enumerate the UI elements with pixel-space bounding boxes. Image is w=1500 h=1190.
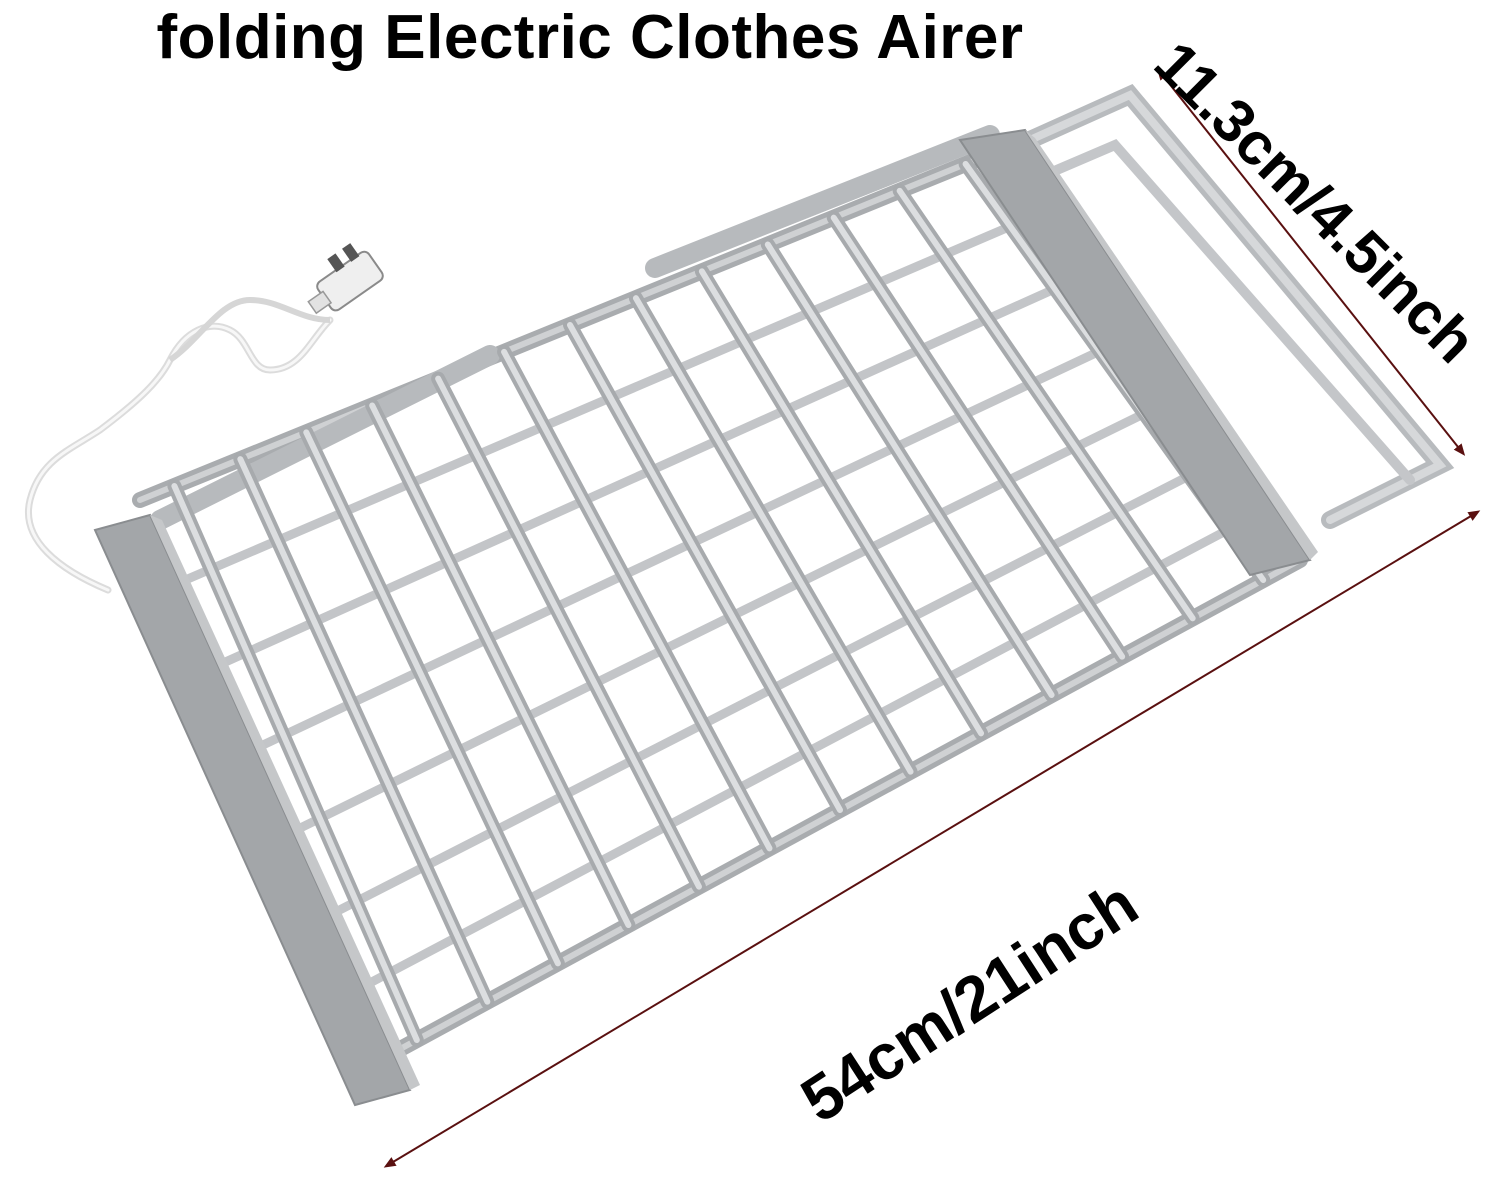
- left-end-cap: [93, 513, 420, 1107]
- length-arrow: [383, 510, 1481, 1168]
- power-cable: [25, 296, 334, 594]
- drying-bar-highlight: [171, 483, 420, 1043]
- plug-icon: [307, 243, 384, 315]
- depth-arrow: [1156, 68, 1466, 456]
- page-title: folding Electric Clothes Airer: [156, 3, 1024, 72]
